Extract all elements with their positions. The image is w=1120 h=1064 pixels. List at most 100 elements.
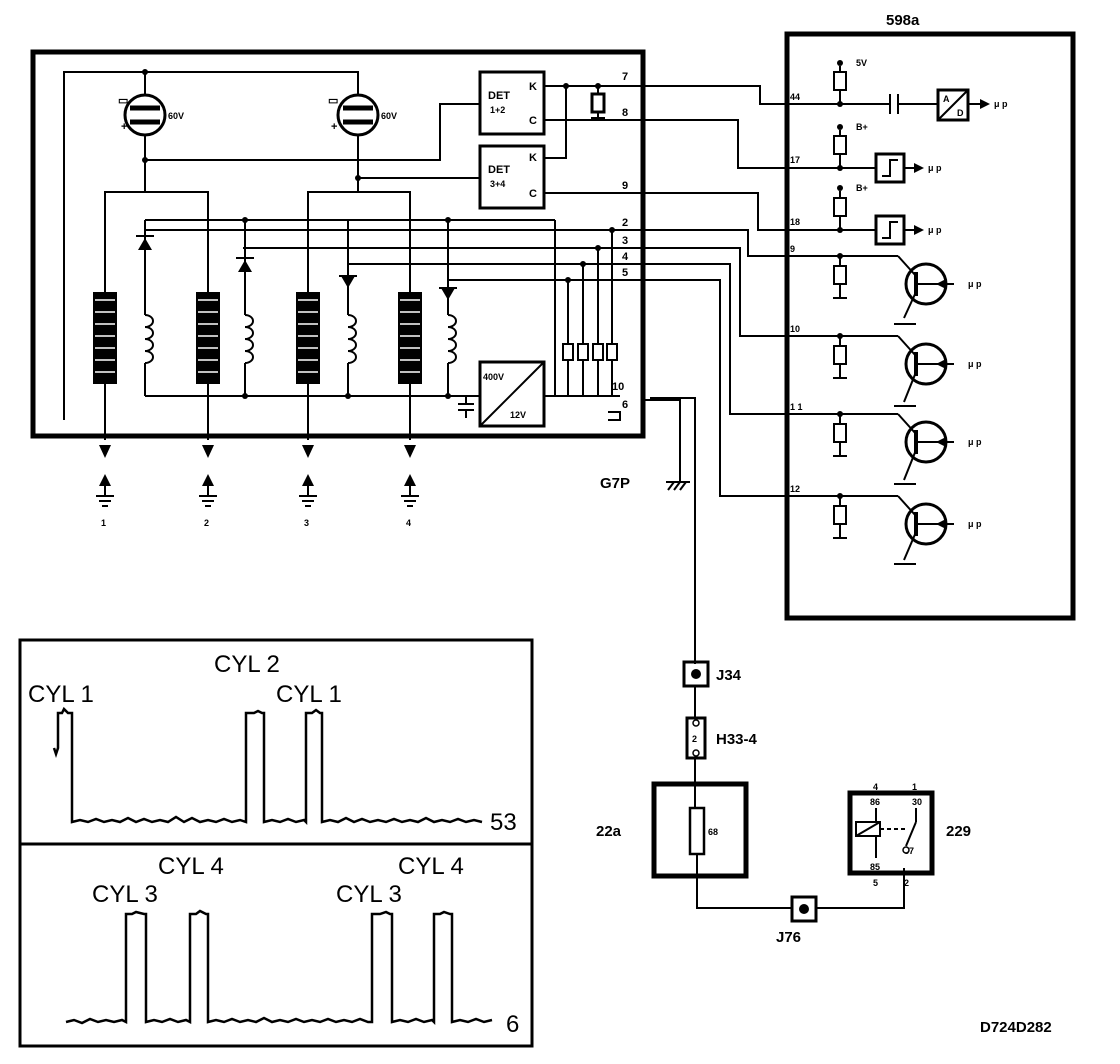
svg-text:18: 18 bbox=[790, 217, 800, 227]
dc-converter: 400V 12V bbox=[478, 360, 546, 428]
connector-j34: J34 bbox=[682, 660, 742, 688]
svg-text:44: 44 bbox=[790, 92, 800, 102]
svg-text:1: 1 bbox=[912, 782, 917, 792]
schmitt-trigger-1 bbox=[874, 152, 906, 184]
svg-text:D: D bbox=[957, 108, 964, 118]
svg-text:9: 9 bbox=[622, 180, 628, 192]
det-3-4-block: DET 3+4 K C bbox=[478, 144, 546, 210]
ground-label-g7p: G7P bbox=[600, 475, 630, 492]
svg-text:4: 4 bbox=[406, 518, 411, 528]
document-code: D724D282 bbox=[980, 1019, 1052, 1036]
svg-text:12: 12 bbox=[790, 484, 800, 494]
relay-229: 4 1 86 30 85 87 5 2 229 bbox=[847, 782, 971, 888]
svg-text:DET: DET bbox=[488, 164, 510, 176]
driver-pin-11: μ p bbox=[790, 411, 982, 485]
svg-text:μ p: μ p bbox=[968, 437, 982, 447]
wave-label: CYL 2 bbox=[214, 651, 280, 678]
svg-text:5V: 5V bbox=[856, 58, 867, 68]
svg-text:1+2: 1+2 bbox=[490, 105, 505, 115]
svg-text:3: 3 bbox=[304, 518, 309, 528]
wave-label: CYL 3 bbox=[336, 881, 402, 908]
cap-voltage-2: 60V bbox=[381, 111, 397, 121]
minus-mark: ▭ bbox=[118, 95, 128, 107]
svg-text:▭: ▭ bbox=[328, 95, 338, 107]
tube-capacitor-2: ▭ + 60V bbox=[328, 93, 397, 137]
ecu-598a: 598a 44 17 18 9 10 1 1 12 5V A D μ p B+ bbox=[784, 12, 1076, 621]
adc-block: A D bbox=[936, 88, 970, 122]
svg-text:C: C bbox=[529, 115, 537, 127]
coil-unit-1 bbox=[93, 191, 209, 440]
schmitt-trigger-2 bbox=[874, 214, 906, 246]
svg-text:68: 68 bbox=[708, 827, 718, 837]
tube-capacitor-1: ▭ + 60V bbox=[118, 93, 184, 137]
svg-text:B+: B+ bbox=[856, 183, 868, 193]
svg-text:DET: DET bbox=[488, 90, 510, 102]
wave-label: CYL 1 bbox=[28, 681, 94, 708]
wave-label: CYL 4 bbox=[158, 853, 224, 880]
svg-text:K: K bbox=[529, 152, 537, 164]
spark-plug-4: 4 bbox=[401, 445, 419, 528]
svg-text:A: A bbox=[943, 94, 950, 104]
coil-unit-2 bbox=[196, 220, 254, 440]
svg-text:2: 2 bbox=[692, 734, 697, 744]
resistor-bank bbox=[562, 227, 618, 396]
svg-text:7: 7 bbox=[622, 71, 628, 83]
det-1-2-block: DET 1+2 K C bbox=[478, 70, 546, 136]
svg-text:12V: 12V bbox=[510, 410, 526, 420]
svg-text:J76: J76 bbox=[776, 929, 801, 946]
svg-text:μ p: μ p bbox=[994, 99, 1008, 109]
svg-text:4: 4 bbox=[873, 782, 878, 792]
plus-mark: + bbox=[121, 121, 127, 133]
spark-plug-1: 1 bbox=[96, 445, 114, 528]
svg-text:K: K bbox=[529, 81, 537, 93]
svg-text:17: 17 bbox=[790, 155, 800, 165]
wave-number: 6 bbox=[506, 1011, 519, 1038]
svg-text:10: 10 bbox=[790, 324, 800, 334]
svg-text:2: 2 bbox=[904, 878, 909, 888]
svg-text:5: 5 bbox=[873, 878, 878, 888]
fuse-box-22a: 68 22a bbox=[596, 781, 749, 879]
svg-text:400V: 400V bbox=[483, 372, 504, 382]
svg-text:μ p: μ p bbox=[968, 279, 982, 289]
cap-voltage-1: 60V bbox=[168, 111, 184, 121]
svg-text:H33-4: H33-4 bbox=[716, 731, 758, 748]
coil-unit-3 bbox=[296, 191, 411, 440]
svg-text:B+: B+ bbox=[856, 122, 868, 132]
svg-text:5: 5 bbox=[622, 267, 628, 279]
svg-text:1 1: 1 1 bbox=[790, 402, 803, 412]
waveform-bottom: CYL 3 CYL 4 CYL 3 CYL 4 6 bbox=[65, 853, 519, 1038]
svg-text:μ p: μ p bbox=[928, 225, 942, 235]
svg-text:6: 6 bbox=[622, 399, 628, 411]
spark-plugs: 1 2 3 4 bbox=[96, 445, 419, 528]
svg-text:86: 86 bbox=[870, 797, 880, 807]
waveform-top: CYL 1 CYL 2 CYL 1 53 bbox=[28, 651, 517, 836]
svg-text:μ p: μ p bbox=[928, 163, 942, 173]
svg-text:+: + bbox=[331, 121, 337, 133]
wave-label: CYL 4 bbox=[398, 853, 464, 880]
svg-text:C: C bbox=[529, 188, 537, 200]
svg-text:3+4: 3+4 bbox=[490, 179, 505, 189]
driver-pin-12: μ p bbox=[790, 493, 982, 565]
svg-text:85: 85 bbox=[870, 862, 880, 872]
svg-text:μ p: μ p bbox=[968, 519, 982, 529]
wave-label: CYL 3 bbox=[92, 881, 158, 908]
svg-text:2: 2 bbox=[622, 217, 628, 229]
ignition-module: ▭ + 60V ▭ + 60V DET 1+2 K C bbox=[30, 49, 646, 439]
svg-text:4: 4 bbox=[622, 251, 629, 263]
svg-text:8: 8 bbox=[622, 107, 628, 119]
spark-plug-3: 3 bbox=[299, 445, 317, 528]
interconnect-wires: G7P bbox=[600, 85, 790, 664]
svg-text:10: 10 bbox=[612, 381, 624, 393]
driver-pin-9: μ p bbox=[790, 253, 982, 325]
connector-j76: J76 bbox=[776, 895, 818, 946]
ecu-label: 598a bbox=[886, 12, 920, 29]
svg-text:μ p: μ p bbox=[968, 359, 982, 369]
svg-text:9: 9 bbox=[790, 244, 795, 254]
connector-h33-4: 2 H33-4 bbox=[685, 716, 758, 760]
wave-number: 53 bbox=[490, 809, 517, 836]
svg-text:1: 1 bbox=[101, 518, 106, 528]
svg-text:30: 30 bbox=[912, 797, 922, 807]
svg-text:22a: 22a bbox=[596, 823, 622, 840]
power-feed: J34 2 H33-4 68 22a J76 4 1 86 bbox=[596, 660, 971, 946]
